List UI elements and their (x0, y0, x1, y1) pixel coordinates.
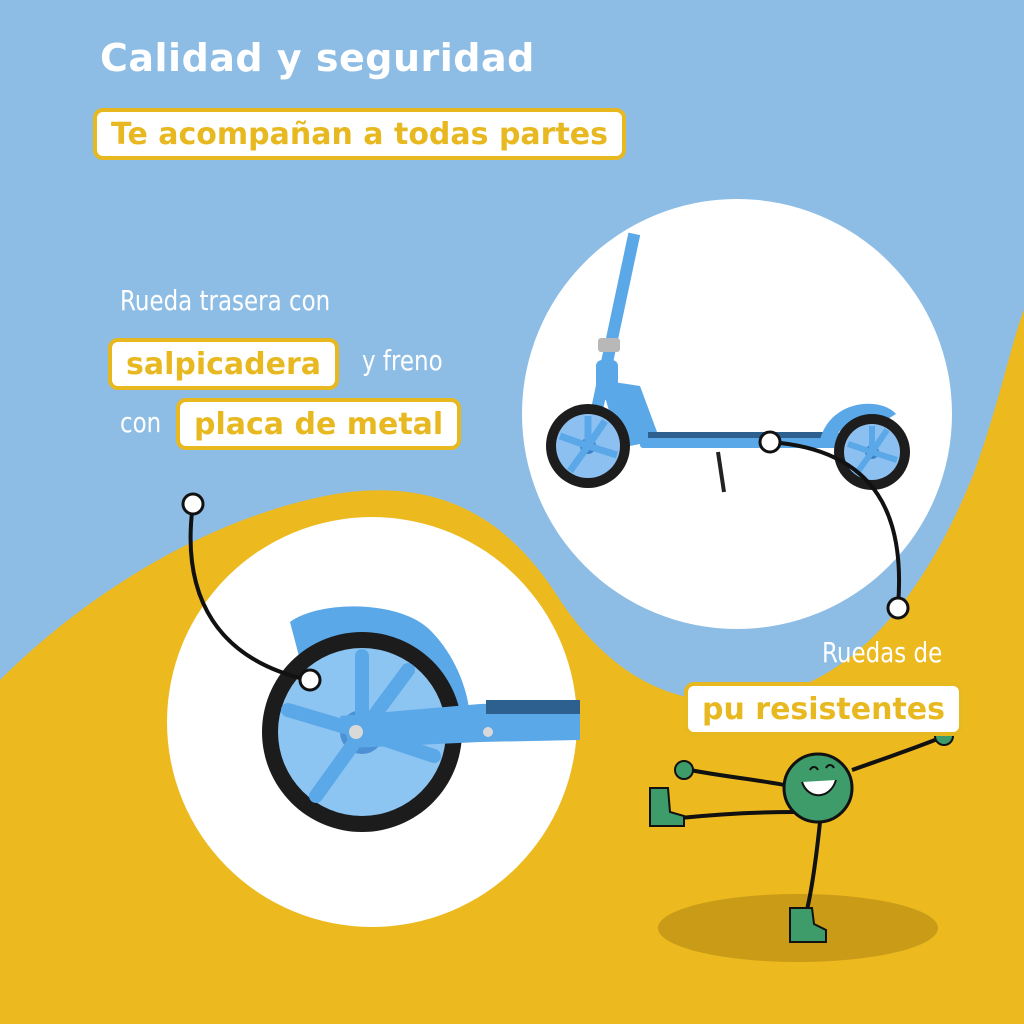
metal-plate-badge: placa de metal (176, 398, 462, 450)
pu-wheels-badge: pu resistentes (684, 682, 964, 736)
rear-wheel-caption-connector: y freno (362, 344, 443, 377)
fender-badge: salpicadera (108, 338, 340, 390)
rear-wheel-caption-prefix: con (120, 406, 162, 439)
rear-wheel-closeup-image (167, 492, 580, 927)
rear-wheel-caption-line1: Rueda trasera con (120, 284, 331, 317)
scooter-side-image (522, 199, 952, 629)
page-title: Calidad y seguridad (100, 36, 535, 80)
mascot-character (649, 726, 954, 943)
wheels-caption-line1: Ruedas de (822, 636, 943, 669)
subtitle-badge: Te acompañan a todas partes (93, 108, 627, 160)
